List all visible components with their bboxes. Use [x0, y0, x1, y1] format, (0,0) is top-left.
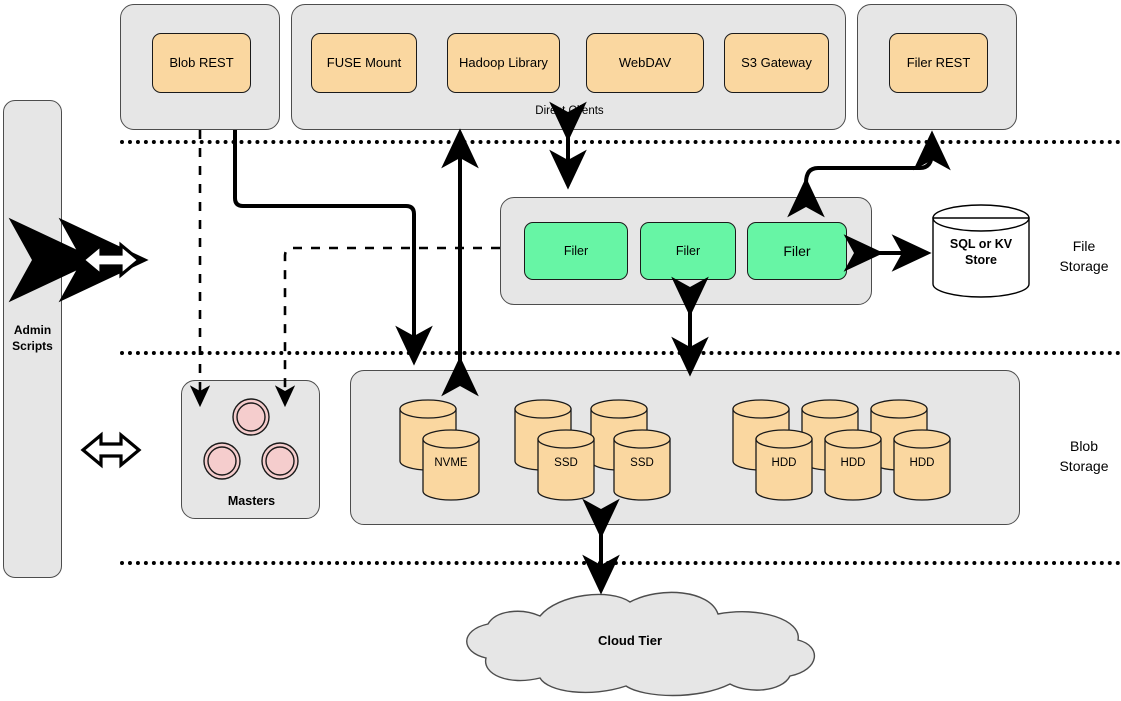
admin-to-file-storage-arrow	[8, 217, 149, 303]
client-node-webdav-label: WebDAV	[618, 54, 672, 70]
client-node-fuse-mount-label: FUSE Mount	[326, 54, 402, 70]
nvme-disks-graphic	[399, 399, 480, 501]
filer-node-2-label: Filer	[675, 243, 701, 258]
ssd-label-1: SSD	[554, 457, 578, 469]
hdd-disks-graphic	[732, 399, 951, 501]
hdd-label-3: HDD	[909, 457, 935, 469]
client-node-blob-rest-label: Blob REST	[169, 54, 234, 70]
masters-label: Masters	[227, 494, 276, 508]
client-node-blob-rest[interactable]: Blob REST	[152, 33, 251, 93]
client-node-filer-rest[interactable]: Filer REST	[889, 33, 988, 93]
blob-storage-side-label-line2: Storage	[1059, 458, 1109, 475]
filer-rest-group: Filer REST	[857, 4, 1017, 130]
admin-to-blob-storage-arrow	[80, 431, 142, 469]
filer-rest-to-filer-arrow	[787, 130, 951, 218]
volume-group-ssd[interactable]: SSD SSD	[511, 391, 711, 501]
volume-group-nvme[interactable]: NVME	[396, 391, 516, 501]
client-node-webdav[interactable]: WebDAV	[586, 33, 704, 93]
volume-servers-panel: NVME SSD SSD	[350, 370, 1020, 525]
metastore-label-line1: SQL or KV	[949, 237, 1013, 251]
masters-nodes-graphic	[203, 398, 299, 480]
client-node-s3-gateway[interactable]: S3 Gateway	[724, 33, 829, 93]
admin-scripts-panel[interactable]: Admin Scripts	[3, 100, 62, 578]
tier-separator-file-storage	[120, 351, 1121, 355]
admin-scripts-label-line2: Scripts	[12, 339, 53, 353]
blob-storage-side-label-line1: Blob	[1069, 438, 1099, 454]
filer-to-masters-dashed	[274, 246, 500, 408]
client-node-filer-rest-label: Filer REST	[906, 54, 971, 70]
nvme-label: NVME	[434, 457, 468, 469]
cloud-tier[interactable]: Cloud Tier	[430, 588, 830, 697]
file-storage-side-label-line2: Storage	[1059, 258, 1109, 275]
tier-separator-clients	[120, 140, 1121, 144]
ssd-label-2: SSD	[630, 457, 654, 469]
client-node-hadoop-library[interactable]: Hadoop Library	[447, 33, 560, 93]
blob-rest-group: Blob REST	[120, 4, 280, 130]
file-storage-side-label-line1: File	[1072, 238, 1096, 254]
metastore-cylinder[interactable]: SQL or KV Store	[932, 204, 1030, 298]
tier-separator-blob-storage	[120, 561, 1121, 565]
admin-scripts-label: Admin Scripts	[12, 323, 53, 354]
blob-storage-side-label: Blob Storage	[1048, 436, 1120, 477]
client-node-hadoop-library-label: Hadoop Library	[459, 54, 548, 70]
filer-node-3-label: Filer	[783, 242, 811, 259]
hdd-label-1: HDD	[771, 457, 797, 469]
metastore-label: SQL or KV Store	[932, 236, 1030, 269]
blob-rest-to-volume-servers	[233, 130, 433, 366]
admin-scripts-label-line1: Admin	[13, 323, 52, 338]
client-node-fuse-mount[interactable]: FUSE Mount	[311, 33, 417, 93]
metastore-label-line2: Store	[965, 253, 997, 268]
ssd-disks-graphic	[514, 399, 671, 501]
filer-node-2[interactable]: Filer	[640, 222, 736, 280]
client-node-s3-gateway-label: S3 Gateway	[741, 54, 812, 70]
filer-node-1-label: Filer	[563, 243, 589, 258]
cloud-shape	[466, 591, 816, 697]
volume-group-hdd[interactable]: HDD HDD HDD	[729, 391, 994, 501]
hdd-label-2: HDD	[840, 457, 866, 469]
metastore-cylinder-shape	[932, 204, 1030, 298]
cloud-tier-label: Cloud Tier	[597, 633, 663, 648]
filer-node-1[interactable]: Filer	[524, 222, 628, 280]
filer-node-3[interactable]: Filer	[747, 222, 847, 280]
file-storage-side-label: File Storage	[1048, 236, 1120, 277]
